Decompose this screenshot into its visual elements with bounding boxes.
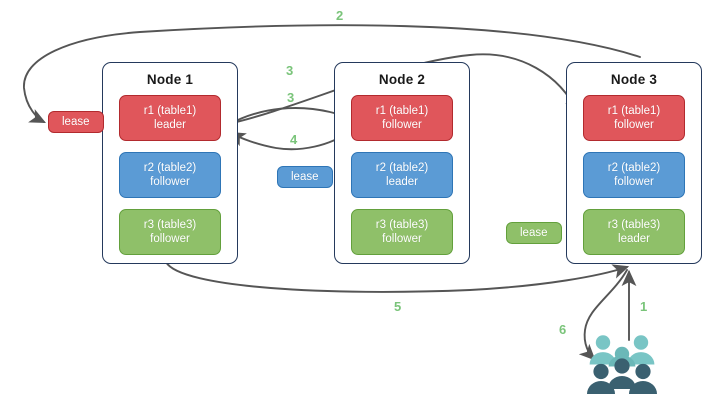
- arrow-6: [578, 269, 628, 361]
- node-3-replica-r3-id: r3 (table3): [607, 219, 661, 231]
- node-1[interactable]: Node 1 r1 (table1) leader r2 (table2) fo…: [102, 62, 238, 264]
- step-4-label: 4: [290, 132, 298, 147]
- node-2-title: Node 2: [378, 72, 426, 87]
- arrow-5: [165, 261, 630, 293]
- node-1-replica-r2-role: follower: [150, 176, 190, 188]
- step-3b-label: 3: [287, 90, 295, 105]
- node-1-replica-r1[interactable]: r1 (table1) leader: [119, 95, 221, 141]
- node-3-replica-r1-role: follower: [614, 119, 654, 131]
- node-2-replica-r3-id: r3 (table3): [375, 219, 429, 231]
- node-2-replica-r3-role: follower: [382, 233, 422, 245]
- node-1-replica-r3[interactable]: r3 (table3) follower: [119, 209, 221, 255]
- step-5-label: 5: [394, 299, 402, 314]
- node-3-replica-r1[interactable]: r1 (table1) follower: [583, 95, 685, 141]
- node-2[interactable]: Node 2 r1 (table1) follower r2 (table2) …: [334, 62, 470, 264]
- node-2-replicas: r1 (table1) follower r2 (table2) leader …: [351, 95, 453, 255]
- step-3a-label: 3: [286, 63, 294, 78]
- lease-table2-label: lease: [291, 171, 319, 183]
- node-2-replica-r1-role: follower: [382, 119, 422, 131]
- client-figure-back-left: [589, 335, 617, 365]
- node-3-replica-r2-role: follower: [614, 176, 654, 188]
- clients-icon: [587, 335, 657, 394]
- node-3-title: Node 3: [610, 72, 658, 87]
- step-2-label: 2: [336, 8, 344, 23]
- arrow-2: [23, 24, 641, 124]
- node-2-replica-r1-id: r1 (table1): [375, 105, 429, 117]
- node-1-title: Node 1: [146, 72, 194, 87]
- node-1-replica-r2-id: r2 (table2): [143, 162, 197, 174]
- node-1-replicas: r1 (table1) leader r2 (table2) follower …: [119, 95, 221, 255]
- lease-table1[interactable]: lease: [48, 111, 104, 133]
- node-2-replica-r1[interactable]: r1 (table1) follower: [351, 95, 453, 141]
- node-2-replica-r3[interactable]: r3 (table3) follower: [351, 209, 453, 255]
- node-1-replica-r3-role: follower: [150, 233, 190, 245]
- lease-table3-label: lease: [520, 227, 548, 239]
- node-3-replicas: r1 (table1) follower r2 (table2) followe…: [583, 95, 685, 255]
- node-1-replica-r3-id: r3 (table3): [143, 219, 197, 231]
- client-figure-front-right: [629, 363, 657, 394]
- lease-table2[interactable]: lease: [277, 166, 333, 188]
- node-2-replica-r2-id: r2 (table2): [375, 162, 429, 174]
- node-3-replica-r2[interactable]: r2 (table2) follower: [583, 152, 685, 198]
- node-2-replica-r2-role: leader: [386, 176, 418, 188]
- step-1-label: 1: [640, 299, 648, 314]
- client-figure-front-left: [587, 363, 615, 394]
- node-3-replica-r1-id: r1 (table1): [607, 105, 661, 117]
- lease-table1-label: lease: [62, 116, 90, 128]
- client-figure-back-right: [627, 335, 655, 365]
- client-figure-front-center: [608, 358, 636, 389]
- node-1-replica-r1-role: leader: [154, 119, 186, 131]
- node-1-replica-r1-id: r1 (table1): [143, 105, 197, 117]
- node-1-replica-r2[interactable]: r2 (table2) follower: [119, 152, 221, 198]
- step-6-label: 6: [559, 322, 567, 337]
- node-2-replica-r2[interactable]: r2 (table2) leader: [351, 152, 453, 198]
- arrow-3-to-node2: [227, 106, 352, 126]
- lease-table3[interactable]: lease: [506, 222, 562, 244]
- node-3-replica-r3-role: leader: [618, 233, 650, 245]
- node-3[interactable]: Node 3 r1 (table1) follower r2 (table2) …: [566, 62, 702, 264]
- node-3-replica-r2-id: r2 (table2): [607, 162, 661, 174]
- arrow-3-to-node3: [227, 53, 579, 125]
- node-3-replica-r3[interactable]: r3 (table3) leader: [583, 209, 685, 255]
- arrow-4: [229, 130, 351, 151]
